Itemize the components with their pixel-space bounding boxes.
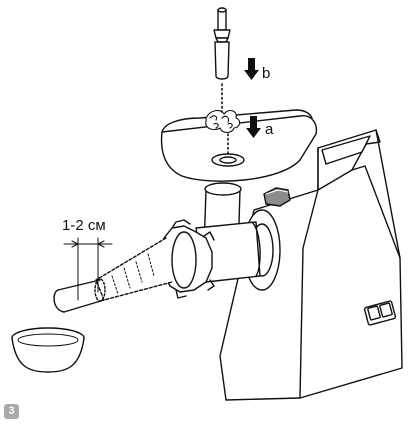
arrow-a-label: a: [265, 121, 274, 138]
hopper-tray: [160, 109, 318, 182]
step-number-badge: 3: [4, 404, 19, 419]
pusher: [213, 7, 231, 80]
power-switch: [363, 300, 397, 326]
length-indicator: [63, 237, 113, 301]
arrow-b-icon: [244, 58, 259, 80]
arrow-a-icon: [246, 116, 261, 138]
lock-knob: [263, 187, 291, 207]
sausage-casing: [53, 279, 105, 313]
bowl: [11, 327, 85, 373]
length-label: 1-2 см: [62, 217, 106, 234]
arrow-b-label: b: [262, 65, 270, 82]
sausage-nozzle: [94, 237, 173, 302]
meat-pieces: [205, 109, 241, 134]
